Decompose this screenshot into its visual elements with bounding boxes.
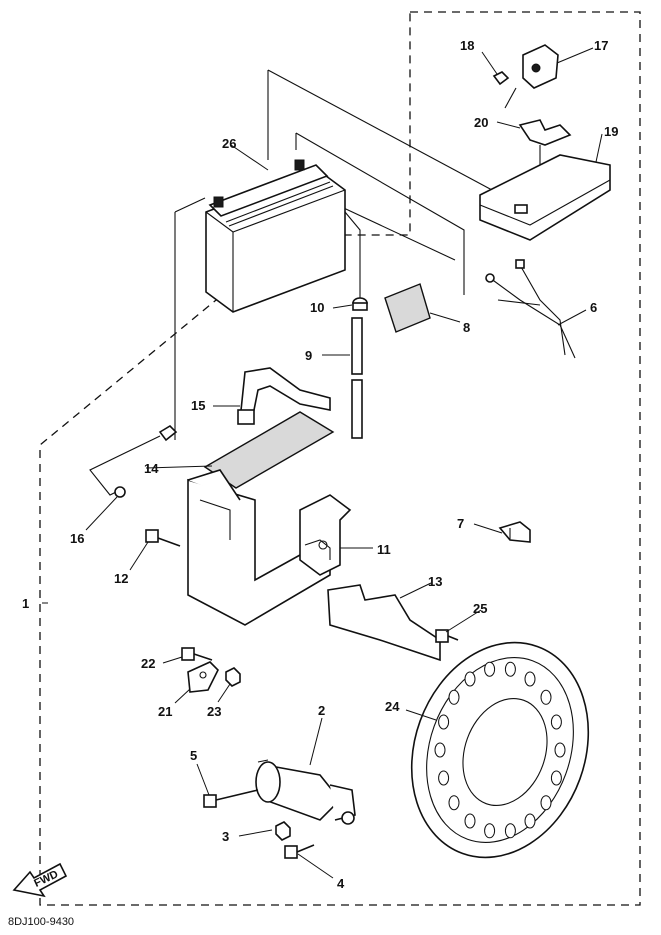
callout-13: 13	[428, 574, 442, 589]
rotor-hole	[438, 714, 450, 730]
rotor-hole	[504, 661, 516, 677]
callout-16: 16	[70, 531, 84, 546]
rotor-hole	[464, 813, 476, 829]
callout-25: 25	[473, 601, 487, 616]
rotor-hole	[434, 742, 446, 758]
wire-harness	[485, 259, 576, 359]
breather-cap	[352, 297, 368, 311]
rotor-hole	[448, 795, 460, 811]
callout-17: 17	[594, 38, 608, 53]
rotor-hole	[554, 742, 566, 758]
bracket-21	[187, 661, 219, 693]
pad	[384, 283, 431, 333]
callout-2: 2	[318, 703, 325, 718]
bolt-25	[435, 629, 459, 643]
callout-11: 11	[377, 542, 391, 557]
rotor-hole	[448, 689, 460, 705]
rotor-hole	[484, 661, 496, 677]
rotor-hole	[464, 671, 476, 687]
rotor-hole	[484, 823, 496, 839]
clamp	[498, 521, 531, 543]
callout-15: 15	[191, 398, 205, 413]
bolt-5	[203, 789, 259, 808]
rotor-hole	[540, 689, 552, 705]
callout-18: 18	[460, 38, 474, 53]
breather-hose	[351, 317, 363, 439]
callout-24: 24	[385, 699, 400, 714]
callout-6: 6	[590, 300, 597, 315]
rotor-hole	[438, 770, 450, 786]
callout-7: 7	[457, 516, 464, 531]
bolt-18	[492, 71, 510, 86]
rotor-hole	[550, 714, 562, 730]
battery	[205, 159, 346, 313]
callout-22: 22	[141, 656, 155, 671]
callout-1: 1	[22, 596, 29, 611]
battery-box	[187, 469, 352, 626]
nut-3	[275, 821, 291, 841]
bolt-12	[145, 529, 181, 547]
nut-23	[225, 667, 241, 687]
assembly-boundary	[39, 11, 641, 906]
leader-lines	[42, 47, 603, 879]
callout-19: 19	[604, 124, 618, 139]
callout-4: 4	[337, 876, 345, 891]
bolt-22	[181, 647, 213, 661]
callout-9: 9	[305, 348, 312, 363]
starter-relay	[504, 44, 559, 109]
cover	[327, 584, 441, 662]
ground-lead	[89, 424, 178, 498]
starter-motor	[255, 759, 356, 825]
rotor-disc	[410, 641, 590, 859]
callout-8: 8	[463, 320, 470, 335]
rotor-hole	[524, 813, 536, 829]
relay-cover	[479, 154, 611, 241]
relay-bracket	[518, 119, 572, 146]
callout-14: 14	[144, 461, 159, 476]
callout-3: 3	[222, 829, 229, 844]
callout-26: 26	[222, 136, 236, 151]
fwd-arrow-icon: FWD	[12, 862, 68, 898]
rotor-hole	[504, 823, 516, 839]
callout-12: 12	[114, 571, 128, 586]
callout-21: 21	[158, 704, 172, 719]
callout-labels: 1 2 3 4 5 6 7 8 9 10 11 12 13 14 15 16 1…	[22, 38, 618, 891]
diagram-code: 8DJ100-9430	[8, 916, 74, 928]
callout-5: 5	[190, 748, 197, 763]
callout-10: 10	[310, 300, 324, 315]
callout-23: 23	[207, 704, 221, 719]
bolt-4	[284, 844, 315, 859]
battery-band	[237, 367, 331, 425]
rotor-hole	[550, 770, 562, 786]
rotor-hole	[540, 795, 552, 811]
rotor-hole	[524, 671, 536, 687]
callout-20: 20	[474, 115, 488, 130]
